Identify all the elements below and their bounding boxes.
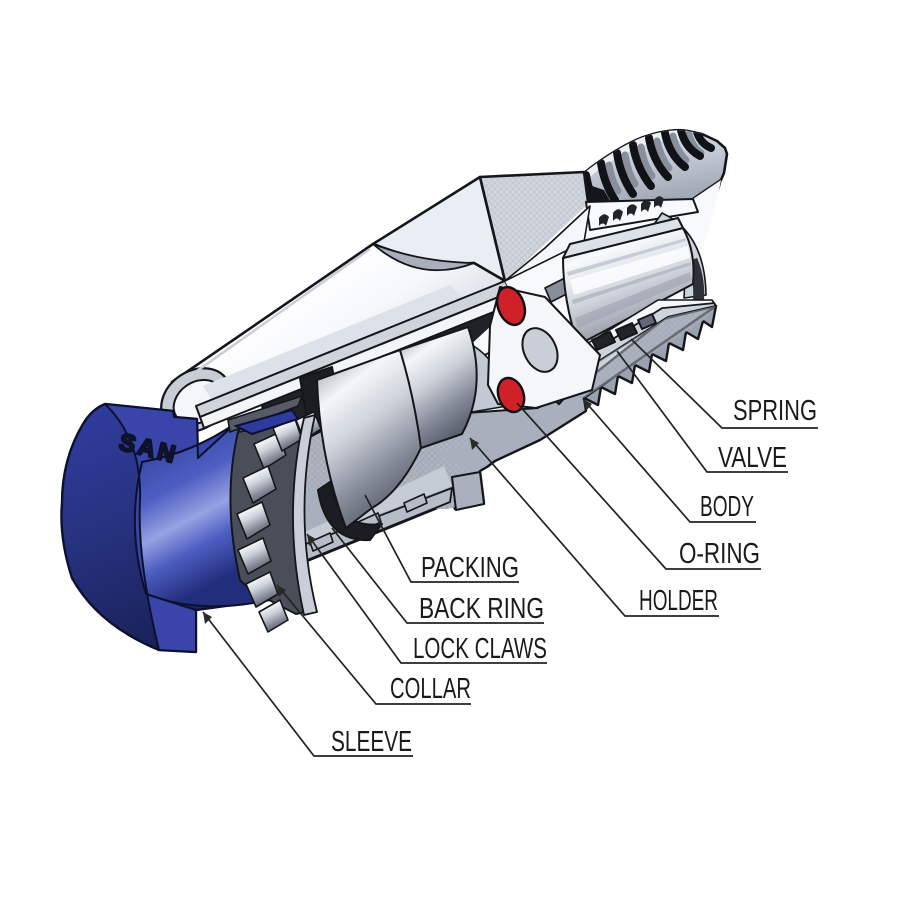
svg-text:BACK RING: BACK RING bbox=[419, 593, 544, 625]
svg-text:PACKING: PACKING bbox=[421, 552, 519, 584]
svg-text:LOCK CLAWS: LOCK CLAWS bbox=[413, 633, 547, 665]
svg-text:VALVE: VALVE bbox=[718, 442, 787, 474]
svg-text:HOLDER: HOLDER bbox=[639, 585, 718, 617]
svg-text:O-RING: O-RING bbox=[679, 538, 760, 570]
svg-text:COLLAR: COLLAR bbox=[390, 673, 471, 705]
svg-text:BODY: BODY bbox=[700, 491, 754, 523]
svg-text:SPRING: SPRING bbox=[733, 395, 817, 427]
svg-text:SLEEVE: SLEEVE bbox=[331, 726, 412, 758]
